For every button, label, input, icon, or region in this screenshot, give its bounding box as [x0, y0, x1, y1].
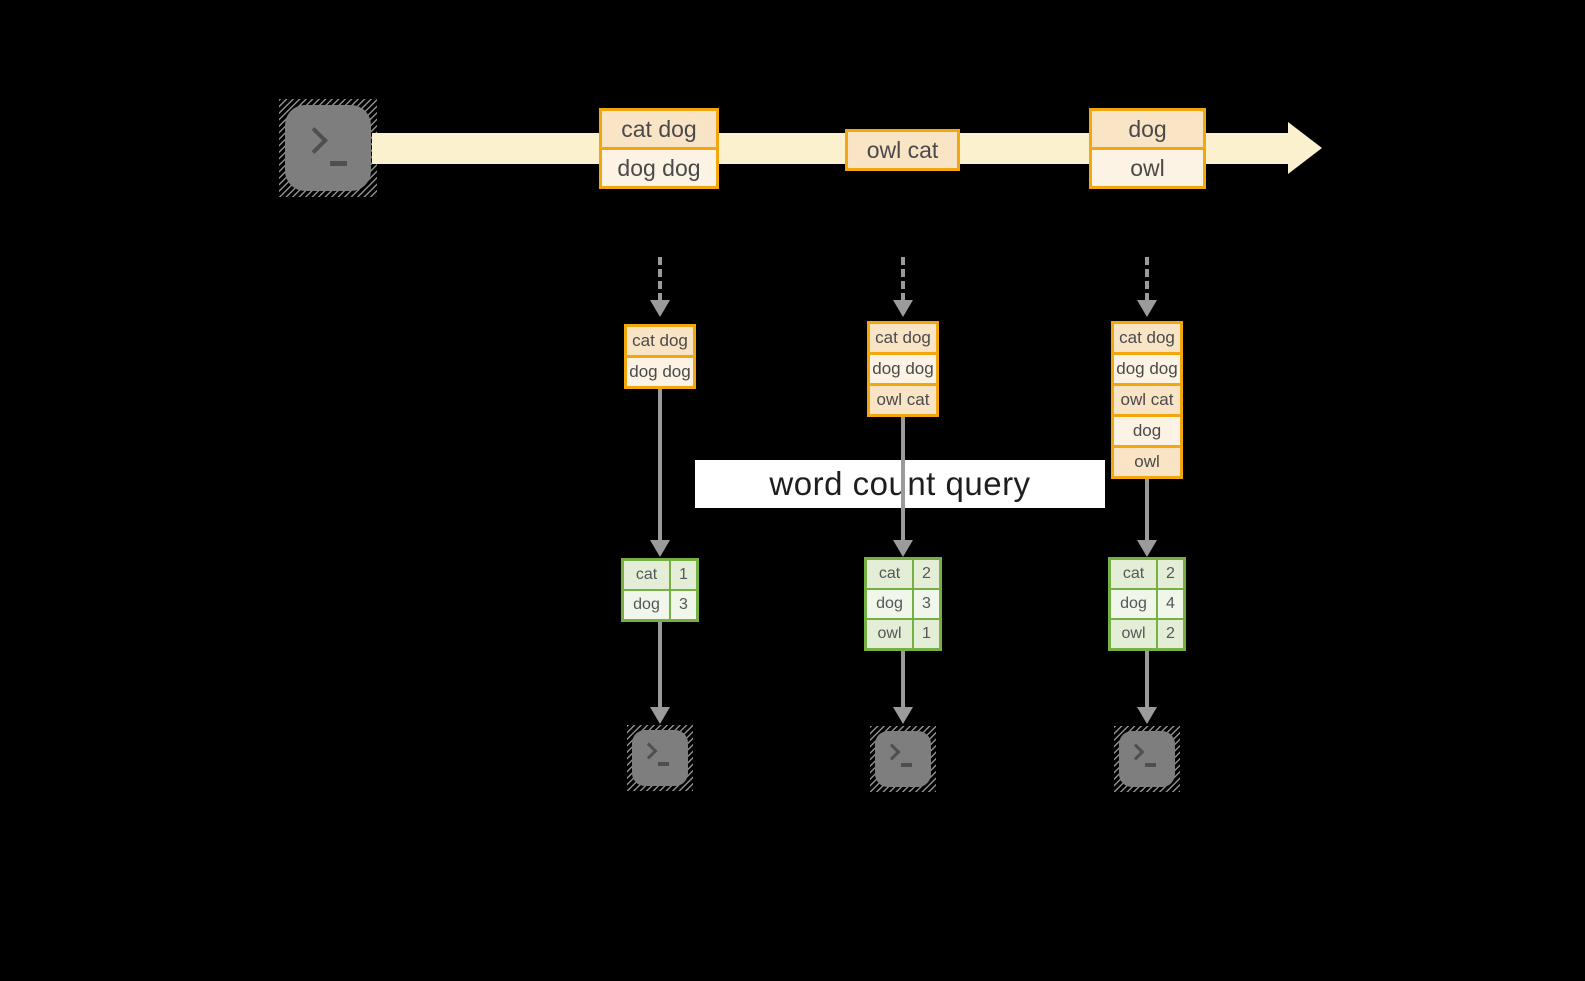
terminal-cursor-icon: [1145, 763, 1156, 767]
count-cell: 3: [912, 590, 939, 618]
buffer-row: cat dog: [1114, 324, 1180, 352]
terminal-cursor-icon: [658, 762, 669, 766]
flow-line: [1145, 479, 1149, 541]
stream-event: owl: [1092, 147, 1203, 186]
count-cell: 4: [1156, 590, 1183, 618]
buffer-row: owl: [1114, 445, 1180, 476]
count-cell: 2: [1156, 620, 1183, 648]
flow-line: [1145, 651, 1149, 708]
word-cell: dog: [1111, 590, 1156, 618]
word-cell: cat: [624, 561, 669, 589]
count-table-1: cat 1 dog 3: [621, 558, 699, 622]
count-table-2: cat 2 dog 3 owl 1: [864, 557, 942, 651]
flow-line: [901, 417, 905, 541]
sink-terminal-icon: [627, 725, 693, 791]
down-arrowhead-icon: [893, 300, 913, 317]
stream-event-box-1: cat dog dog dog: [599, 108, 719, 189]
buffer-row: owl cat: [1114, 383, 1180, 414]
count-cell: 2: [1156, 560, 1183, 588]
buffer-stack-2: cat dog dog dog owl cat: [867, 321, 939, 417]
stream-event: owl cat: [848, 132, 957, 168]
count-row: cat 1: [624, 561, 696, 589]
terminal-prompt-icon: [1127, 743, 1145, 761]
stream-event-box-2: owl cat: [845, 129, 960, 171]
sink-terminal-icon: [1114, 726, 1180, 792]
buffer-row: dog dog: [1114, 352, 1180, 383]
count-cell: 2: [912, 560, 939, 588]
buffer-row: dog dog: [627, 355, 693, 386]
flow-line: [901, 651, 905, 708]
terminal-window: [285, 105, 371, 191]
count-row: cat 2: [1111, 560, 1183, 588]
count-table-3: cat 2 dog 4 owl 2: [1108, 557, 1186, 651]
count-row: owl 1: [867, 618, 939, 648]
count-cell: 1: [912, 620, 939, 648]
terminal-window: [1119, 731, 1175, 787]
down-arrowhead-icon: [650, 300, 670, 317]
count-row: dog 3: [624, 589, 696, 619]
down-arrowhead-icon: [1137, 540, 1157, 557]
count-cell: 1: [669, 561, 696, 589]
source-terminal-icon: [279, 99, 377, 197]
sink-terminal-icon: [870, 726, 936, 792]
down-arrowhead-icon: [1137, 300, 1157, 317]
terminal-window: [875, 731, 931, 787]
flow-line: [658, 622, 662, 708]
stream-arrowhead-icon: [1288, 122, 1322, 174]
buffer-stack-1: cat dog dog dog: [624, 324, 696, 389]
word-cell: cat: [1111, 560, 1156, 588]
count-cell: 3: [669, 591, 696, 619]
down-arrowhead-icon: [1137, 707, 1157, 724]
terminal-window: [632, 730, 688, 786]
count-row: cat 2: [867, 560, 939, 588]
buffer-stack-3: cat dog dog dog owl cat dog owl: [1111, 321, 1183, 479]
word-cell: cat: [867, 560, 912, 588]
flow-line: [658, 389, 662, 541]
ingest-dashed-arrow: [1145, 257, 1149, 301]
word-cell: dog: [624, 591, 669, 619]
word-cell: dog: [867, 590, 912, 618]
terminal-cursor-icon: [901, 763, 912, 767]
terminal-prompt-icon: [883, 743, 901, 761]
stream-event: dog: [1092, 111, 1203, 147]
buffer-row: dog dog: [870, 352, 936, 383]
terminal-prompt-icon: [301, 127, 328, 154]
ingest-dashed-arrow: [901, 257, 905, 301]
ingest-dashed-arrow: [658, 257, 662, 301]
count-row: dog 4: [1111, 588, 1183, 618]
count-row: dog 3: [867, 588, 939, 618]
down-arrowhead-icon: [893, 540, 913, 557]
buffer-row: cat dog: [870, 324, 936, 352]
word-cell: owl: [867, 620, 912, 648]
down-arrowhead-icon: [893, 707, 913, 724]
buffer-row: cat dog: [627, 327, 693, 355]
down-arrowhead-icon: [650, 540, 670, 557]
stream-event: dog dog: [602, 147, 716, 186]
buffer-row: dog: [1114, 414, 1180, 445]
terminal-cursor-icon: [330, 161, 347, 166]
word-cell: owl: [1111, 620, 1156, 648]
stream-event-box-3: dog owl: [1089, 108, 1206, 189]
count-row: owl 2: [1111, 618, 1183, 648]
down-arrowhead-icon: [650, 707, 670, 724]
buffer-row: owl cat: [870, 383, 936, 414]
stream-event: cat dog: [602, 111, 716, 147]
query-label: word count query: [695, 460, 1105, 508]
terminal-prompt-icon: [640, 742, 658, 760]
